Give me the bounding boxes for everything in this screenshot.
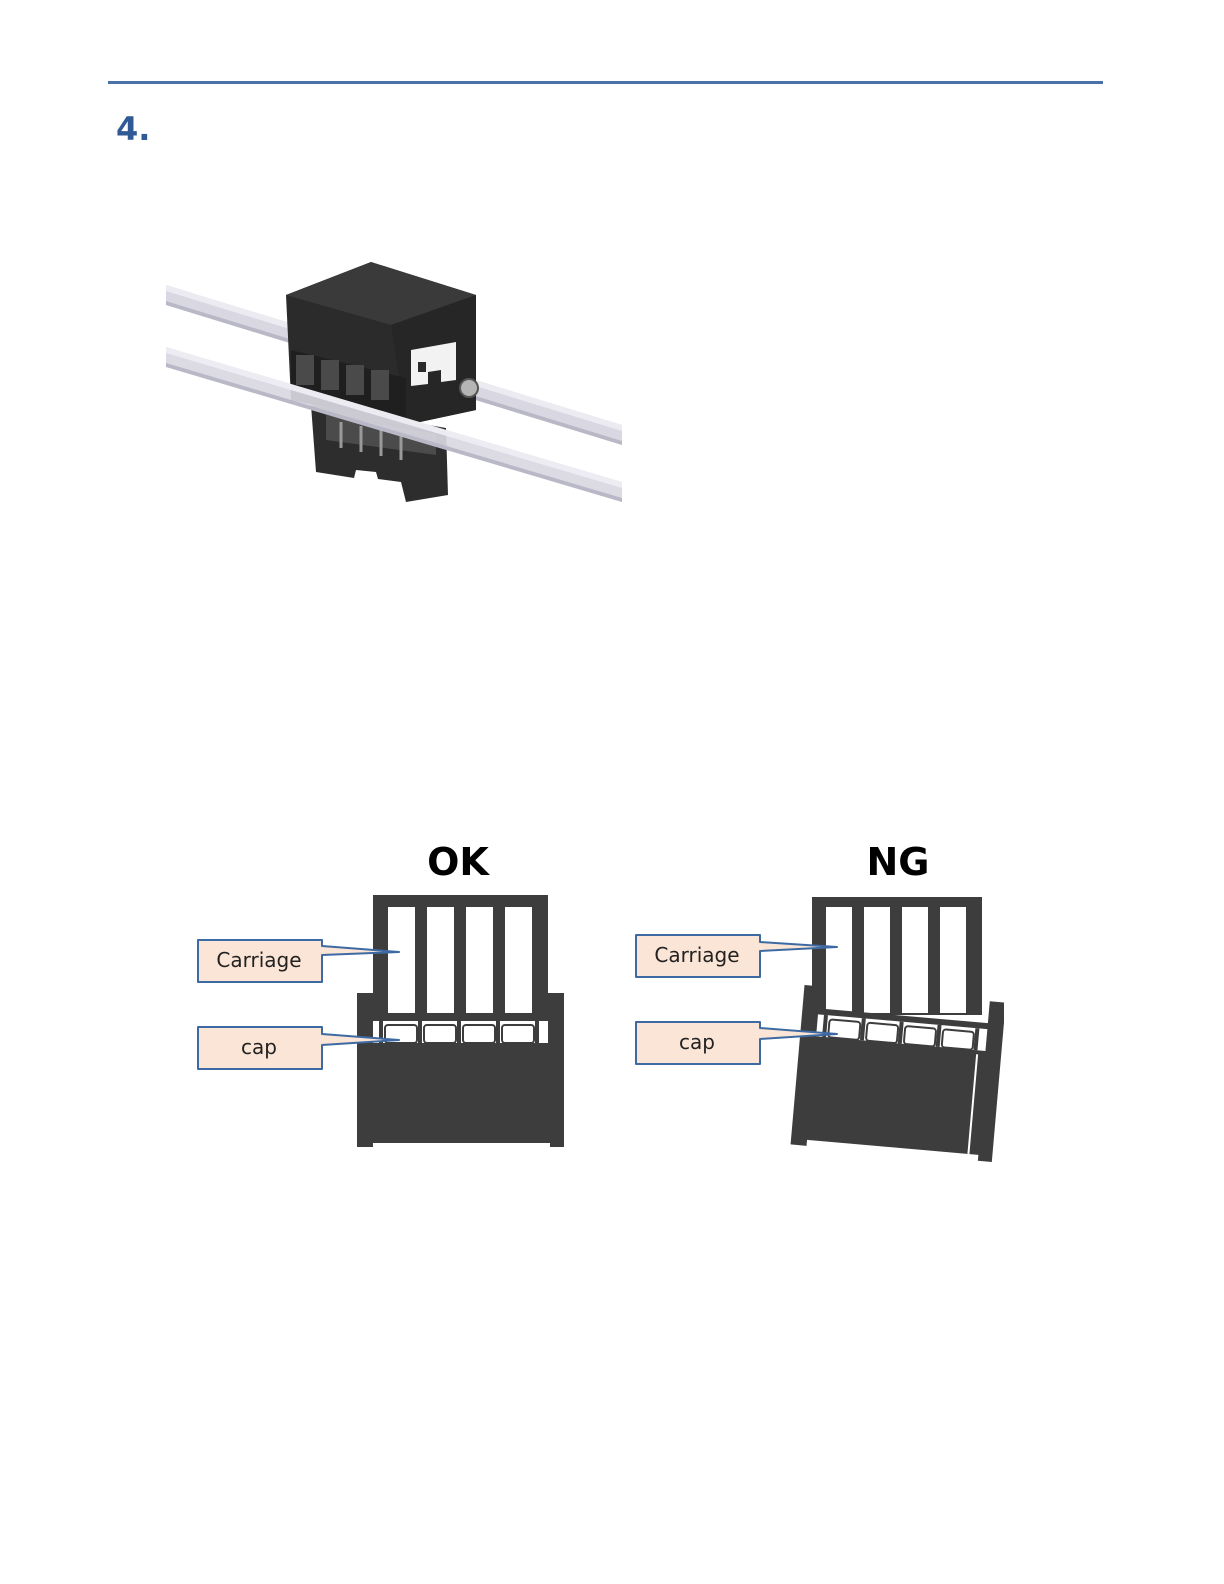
ng-diagram: NG Carriage cap	[632, 835, 1004, 1165]
ok-carriage-callout: Carriage	[198, 940, 399, 982]
ng-heading: NG	[867, 840, 930, 884]
ng-carriage	[812, 897, 982, 1015]
ok-carriage	[373, 895, 548, 1015]
carriage-on-rails-illustration	[166, 250, 626, 510]
ng-carriage-label: Carriage	[654, 943, 739, 967]
ok-diagram: OK Carriage cap	[195, 835, 570, 1160]
ng-cap-label: cap	[679, 1030, 715, 1054]
step-number: 4.	[116, 110, 150, 148]
ok-cap	[357, 993, 564, 1147]
ok-heading: OK	[427, 840, 490, 884]
ng-carriage-callout: Carriage	[636, 935, 837, 977]
header-rule	[108, 81, 1103, 84]
ok-carriage-label: Carriage	[216, 948, 301, 972]
ok-cap-label: cap	[241, 1035, 277, 1059]
